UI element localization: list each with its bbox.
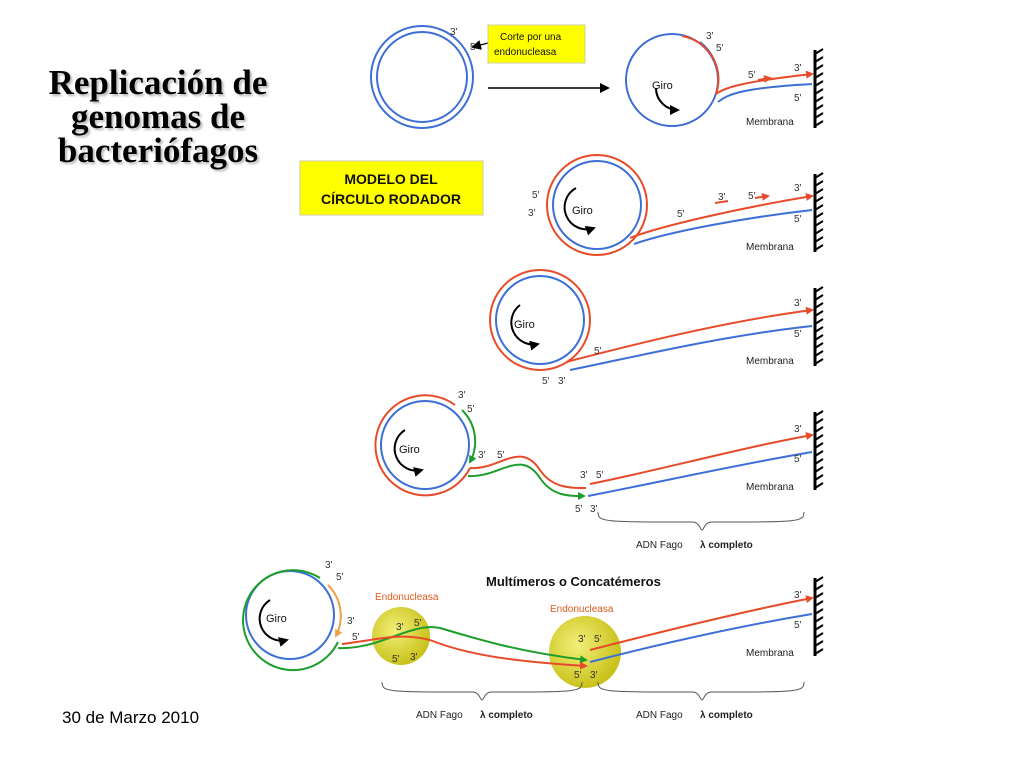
model-label-line2: CÍRCULO RODADOR [321,191,461,207]
step3-membrana: Membrana [746,242,794,253]
step6-group: Multímeros o Concatémeros Endonucleasa E… [242,560,824,721]
step2-3prime-top: 3' [706,31,714,42]
step6-5prime-end: 5' [794,620,802,631]
step5-3prime-top: 3' [458,390,466,401]
step5-membrana: Membrana [746,482,794,493]
step6-5prime-left: 5' [352,632,360,643]
step5-5prime-bottom: 5' [575,504,583,515]
endonucleasa-label-1: Endonucleasa [375,592,439,603]
step3-3prime-end: 3' [794,183,802,194]
step5-group: Giro 3' 5' 3' 5' 3' 5' 5' 3' 3' 5' Membr… [374,390,824,551]
step5-completo: λ completo [700,540,753,551]
step6-giro: Giro [266,613,287,625]
step6-3prime-ball2b: 3' [590,670,598,681]
step5-membrane [813,410,824,490]
step1-5prime: 5' [470,42,478,53]
step4-5prime-end: 5' [794,329,802,340]
step2-5prime-end: 5' [794,93,802,104]
step4-3prime-end: 3' [794,298,802,309]
step3-5prime-red: 5' [748,191,756,202]
step2-5prime-top: 5' [716,43,724,54]
multimeros-title: Multímeros o Concatémeros [486,574,661,589]
step3-giro: Giro [572,205,593,217]
step6-adn-fago-2: ADN Fago [636,710,683,721]
step3-5prime-end: 5' [794,214,802,225]
step4-group: Giro 5' 5' 3' 3' 5' Membrana [489,269,824,387]
step3-group: Giro 5' 3' 5' 3' 5' 3' 5' Membrana [528,154,824,256]
callout-box: Corte por una endonucleasa [487,24,586,64]
step5-3prime-mid: 3' [580,470,588,481]
step4-3prime-bottom: 3' [558,376,566,387]
step6-membrana: Membrana [746,648,794,659]
step6-5prime-ball2b: 5' [574,670,582,681]
step6-completo-1: λ completo [480,710,533,721]
step6-3prime-ball1a: 3' [396,622,404,633]
step3-membrane [813,172,824,252]
step6-5prime-ball1a: 5' [414,618,422,629]
endonucleasa-label-2: Endonucleasa [550,604,614,615]
step4-membrana: Membrana [746,356,794,367]
step3-5prime-left: 5' [532,190,540,201]
step5-5prime-green: 5' [497,450,505,461]
step6-3prime-end: 3' [794,590,802,601]
step6-3prime-top: 3' [325,560,333,571]
step5-5prime-top: 5' [467,404,475,415]
step2-group: Giro 3' 5' 5' 3' 5' Membrana [625,31,824,128]
step6-membrane [813,576,824,656]
step5-3prime-bottom: 3' [590,504,598,515]
slide-title: Replicación de genomas de bacteriófagos [48,63,268,170]
step2-giro: Giro [652,80,673,92]
step6-3prime-ball1b: 3' [410,652,418,663]
model-label-line1: MODELO DEL [344,171,438,187]
endonuclease-ball-2 [549,616,621,688]
step5-giro: Giro [399,444,420,456]
step6-brace-right [597,681,805,701]
step5-5prime-mid: 5' [596,470,604,481]
step4-5prime-mid: 5' [594,346,602,357]
step4-membrane [813,286,824,366]
slide-date: 30 de Marzo 2010 [62,708,200,727]
step3-3prime-left: 3' [528,208,536,219]
model-label-box: MODELO DEL CÍRCULO RODADOR [299,160,484,216]
step6-brace-left [381,681,583,701]
step2-3prime-end: 3' [794,63,802,74]
callout-line1: Corte por una [500,32,562,43]
step3-3prime-mid: 3' [718,192,726,203]
step6-completo-2: λ completo [700,710,753,721]
step2-membrane [813,48,824,128]
step6-5prime-top: 5' [336,572,344,583]
step5-5prime-end: 5' [794,454,802,465]
step3-5prime-mid: 5' [677,209,685,220]
step1-circle: 3' 5' [370,25,489,129]
step6-5prime-ball2a: 5' [594,634,602,645]
step6-5prime-ball1b: 5' [392,654,400,665]
callout-line2: endonucleasa [494,47,557,58]
step2-5prime-red: 5' [748,70,756,81]
step2-membrana: Membrana [746,117,794,128]
step6-3prime-left: 3' [347,616,355,627]
step5-3prime-end: 3' [794,424,802,435]
step4-giro: Giro [514,319,535,331]
step5-3prime-green: 3' [478,450,486,461]
step5-brace [597,511,805,531]
step5-adn-fago: ADN Fago [636,540,683,551]
step1-3prime: 3' [450,27,458,38]
step6-3prime-ball2a: 3' [578,634,586,645]
step4-5prime-bottom: 5' [542,376,550,387]
step6-adn-fago-1: ADN Fago [416,710,463,721]
